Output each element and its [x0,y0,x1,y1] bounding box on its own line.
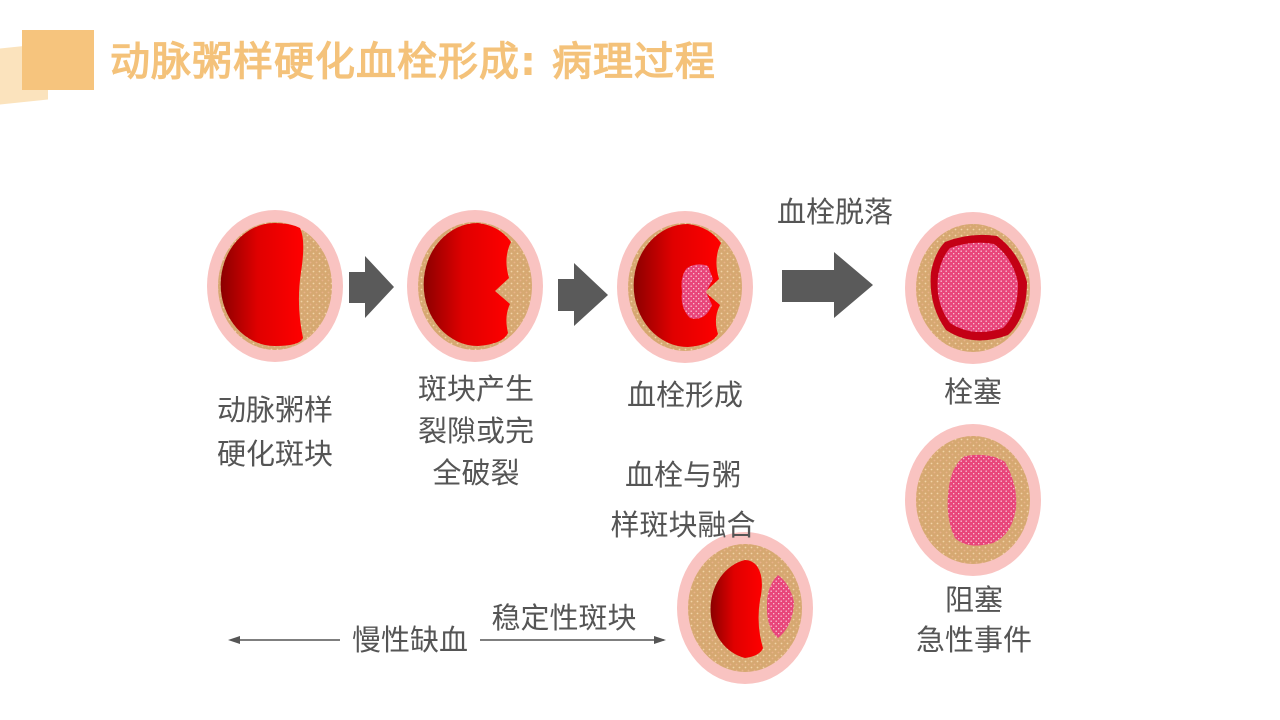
vessel-plaque [207,210,343,362]
vessel-occlusion [905,424,1041,576]
arrow-right-2 [558,263,608,326]
label-rupture: 斑块产生 裂隙或完 全破裂 [417,372,534,490]
vessel-fusion [677,532,813,684]
vessel-thrombus [617,211,753,363]
label-fusion: 血栓与粥 样斑块融合 [610,458,756,542]
page-title: 动脉粥样硬化血栓形成: 病理过程 [110,39,716,85]
label-detach: 血栓脱落 [776,195,893,229]
label-thrombus: 血栓形成 [626,378,743,412]
label-plaque: 动脉粥样 硬化斑块 [216,393,333,471]
label-occlusion: 阻塞 急性事件 [915,583,1032,657]
label-embolism: 栓塞 [943,375,1002,409]
decor-block [22,30,94,90]
label-stable-plaque: 稳定性斑块 [491,601,637,635]
arrow-right-detach [782,252,873,318]
arrow-right-1 [349,256,394,318]
label-chronic-ischemia: 慢性缺血 [340,618,480,662]
vessel-rupture [407,210,543,362]
vessel-embolism [905,212,1041,364]
